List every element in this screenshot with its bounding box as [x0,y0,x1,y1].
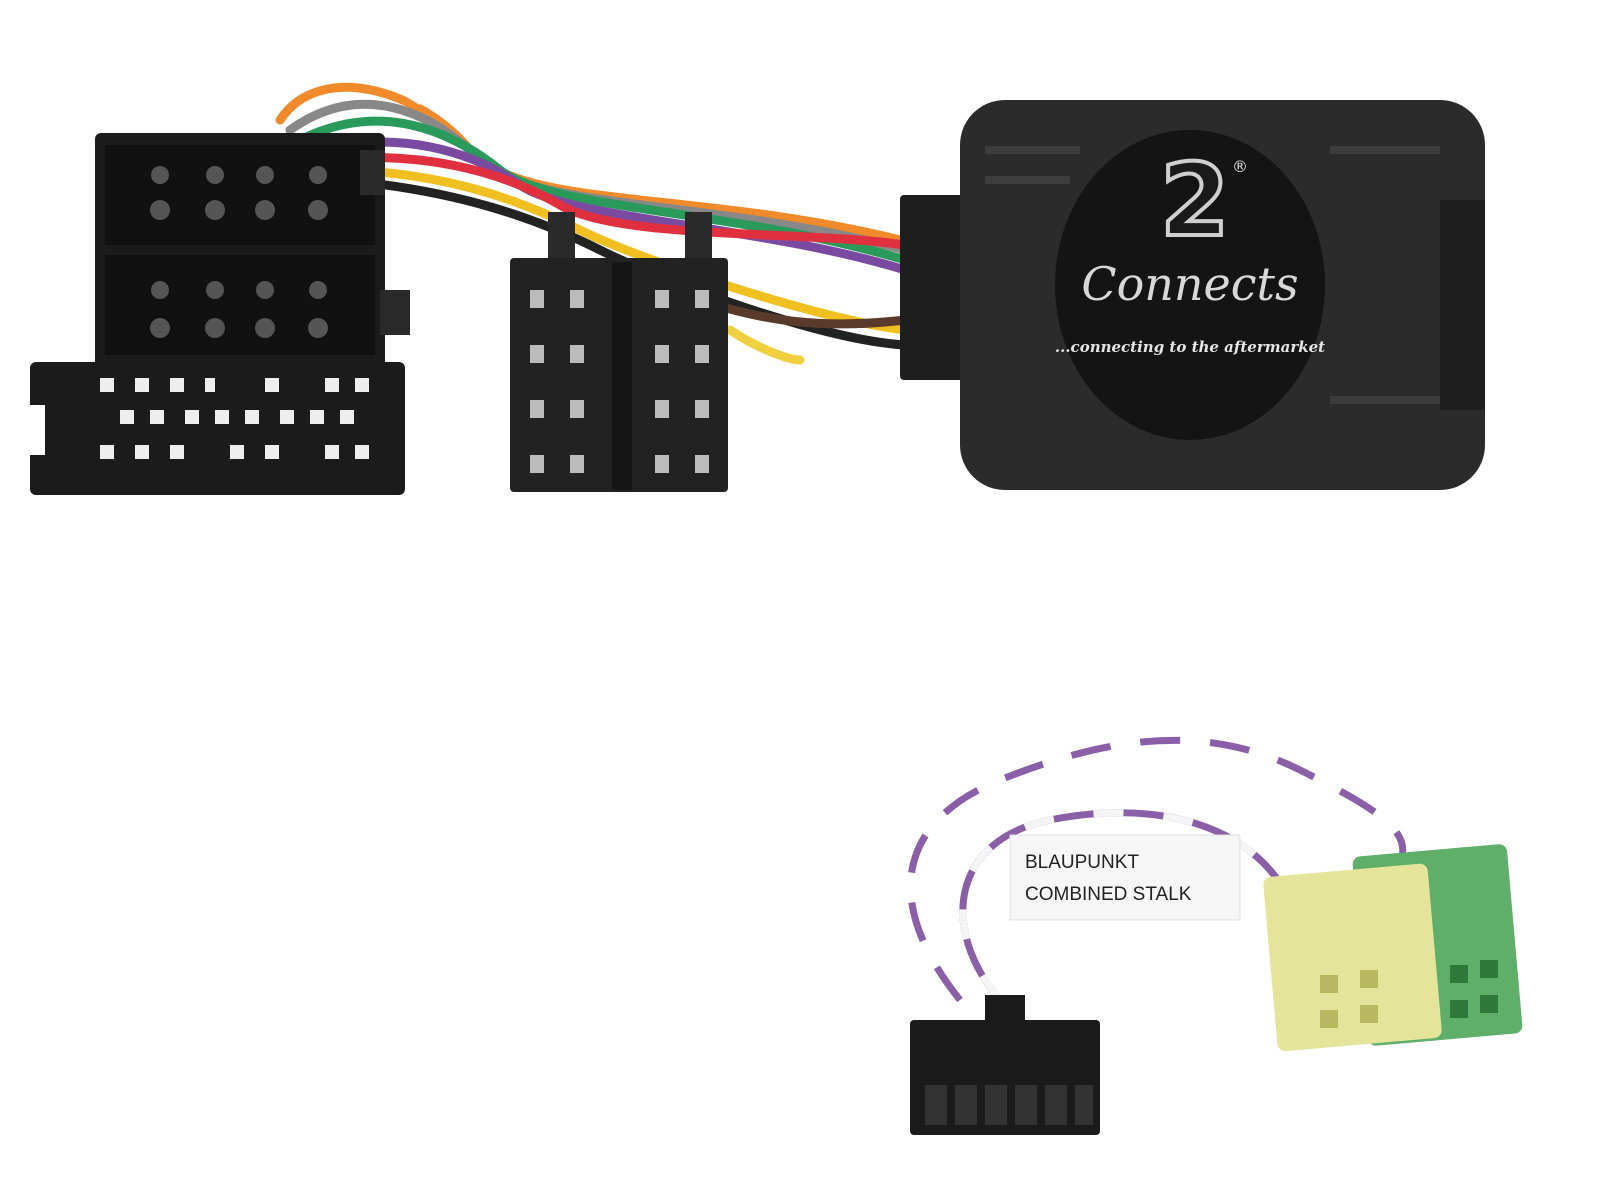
black-plug [910,995,1100,1135]
cable-label: BLAUPUNKT COMBINED STALK [1009,834,1241,921]
iso-connector-middle [510,212,728,492]
iso-connector-left [30,133,410,495]
logo-script: Connects [1081,257,1298,311]
tagline: ...connecting to the aftermarket [1055,338,1325,356]
wire-bundle [265,73,910,365]
registered-mark: ® [1232,157,1248,176]
label-line-1: BLAUPUNKT [1025,852,1139,873]
logo-numeral: 2 [1160,142,1230,259]
logo-badge [1055,130,1325,440]
interface-module: 2 ® Connects ...connecting to the afterm… [900,100,1485,490]
mini-iso-connectors [1263,844,1523,1052]
label-line-2: COMBINED STALK [1025,884,1192,905]
